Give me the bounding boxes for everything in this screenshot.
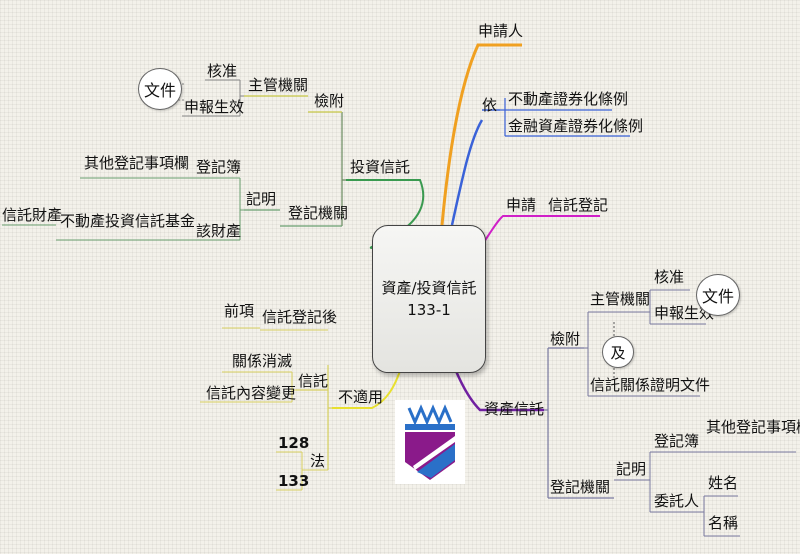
line-asset-auth-split bbox=[646, 289, 706, 325]
node-inv-property[interactable]: 該財產 bbox=[196, 222, 242, 240]
inv-document-label: 文件 bbox=[143, 81, 176, 100]
line-inv-authority bbox=[244, 95, 312, 113]
node-asset-name[interactable]: 姓名 bbox=[708, 474, 739, 492]
node-inv-other-items[interactable]: 其他登記事項欄 bbox=[84, 154, 190, 172]
node-na-art128[interactable]: 128 bbox=[278, 434, 310, 452]
node-na-after-registration[interactable]: 信託登記後 bbox=[262, 308, 338, 326]
node-na-trust[interactable]: 信託 bbox=[298, 372, 329, 390]
line-inv-note-split bbox=[184, 177, 244, 241]
line-apply bbox=[483, 215, 600, 243]
line-not-applicable bbox=[332, 370, 401, 409]
center-title: 資產/投資信託 bbox=[381, 279, 477, 297]
node-basis[interactable]: 依 bbox=[482, 96, 498, 114]
line-na-trust-split bbox=[200, 371, 296, 403]
node-asset-report[interactable]: 申報生效 bbox=[654, 304, 715, 322]
line-applicant bbox=[440, 43, 522, 226]
node-asset-and[interactable]: 及 bbox=[602, 336, 634, 368]
center-article: 133-1 bbox=[407, 301, 451, 319]
node-inv-attach[interactable]: 檢附 bbox=[314, 92, 345, 110]
line-basis bbox=[450, 119, 484, 226]
node-applicant[interactable]: 申請人 bbox=[478, 22, 524, 40]
node-inv-note[interactable]: 記明 bbox=[246, 190, 277, 208]
node-law2[interactable]: 金融資產證券化條例 bbox=[508, 117, 644, 135]
node-na-preceding[interactable]: 前項 bbox=[224, 302, 255, 320]
node-asset-document[interactable]: 文件 bbox=[696, 274, 740, 316]
node-inv-authority[interactable]: 主管機關 bbox=[248, 76, 309, 94]
node-trust-registration[interactable]: 信託登記 bbox=[548, 196, 609, 214]
line-na-after bbox=[222, 327, 328, 331]
node-asset-title[interactable]: 名稱 bbox=[708, 514, 739, 532]
node-na-content-changed[interactable]: 信託內容變更 bbox=[206, 384, 297, 402]
node-inv-report[interactable]: 申報生效 bbox=[184, 98, 245, 116]
node-na-law[interactable]: 法 bbox=[310, 452, 326, 470]
node-asset-attach[interactable]: 檢附 bbox=[550, 330, 581, 348]
node-asset-register-book[interactable]: 登記簿 bbox=[654, 432, 700, 450]
node-na-art133[interactable]: 133 bbox=[278, 472, 310, 490]
asset-and-label: 及 bbox=[610, 343, 626, 362]
line-asset-attach-split bbox=[584, 311, 700, 397]
node-na-relation-ended[interactable]: 關係消滅 bbox=[232, 352, 293, 370]
logo-shield-icon bbox=[395, 400, 465, 484]
line-asset bbox=[454, 370, 544, 412]
line-na-split bbox=[327, 365, 332, 470]
node-law1[interactable]: 不動產證券化條例 bbox=[508, 90, 629, 108]
line-inv-auth-split bbox=[182, 79, 244, 117]
line-basis-split bbox=[500, 98, 506, 136]
node-inv-document[interactable]: 文件 bbox=[138, 68, 182, 110]
node-inv-trust-property[interactable]: 信託財產 bbox=[2, 206, 63, 224]
asset-document-label: 文件 bbox=[701, 287, 734, 306]
node-asset-trust[interactable]: 資產信託 bbox=[484, 400, 545, 418]
node-asset-note[interactable]: 記明 bbox=[616, 460, 647, 478]
node-investment-trust[interactable]: 投資信託 bbox=[350, 158, 411, 176]
center-node[interactable]: 資產/投資信託 133-1 bbox=[372, 225, 486, 373]
node-inv-registry-office[interactable]: 登記機關 bbox=[288, 204, 349, 222]
node-apply[interactable]: 申請 bbox=[506, 196, 537, 214]
node-asset-trustor[interactable]: 委託人 bbox=[654, 492, 700, 510]
line-asset-split bbox=[544, 348, 549, 498]
node-inv-approve[interactable]: 核准 bbox=[207, 62, 238, 80]
line-na-law bbox=[276, 451, 328, 491]
node-asset-approve[interactable]: 核准 bbox=[654, 268, 685, 286]
organization-logo bbox=[395, 400, 465, 484]
node-asset-registry-office[interactable]: 登記機關 bbox=[550, 478, 611, 496]
line-asset-trustor-split bbox=[700, 495, 740, 537]
node-asset-authority[interactable]: 主管機關 bbox=[590, 290, 651, 308]
node-asset-relation-proof[interactable]: 信託關係證明文件 bbox=[590, 376, 711, 394]
line-inv-split bbox=[341, 112, 346, 226]
node-not-applicable[interactable]: 不適用 bbox=[338, 388, 384, 406]
line-asset-note bbox=[614, 451, 704, 513]
node-asset-other-items[interactable]: 其他登記事項欄 bbox=[706, 418, 800, 436]
node-inv-register-book[interactable]: 登記簿 bbox=[196, 158, 242, 176]
node-inv-fund[interactable]: 不動產投資信託基金 bbox=[60, 212, 196, 230]
